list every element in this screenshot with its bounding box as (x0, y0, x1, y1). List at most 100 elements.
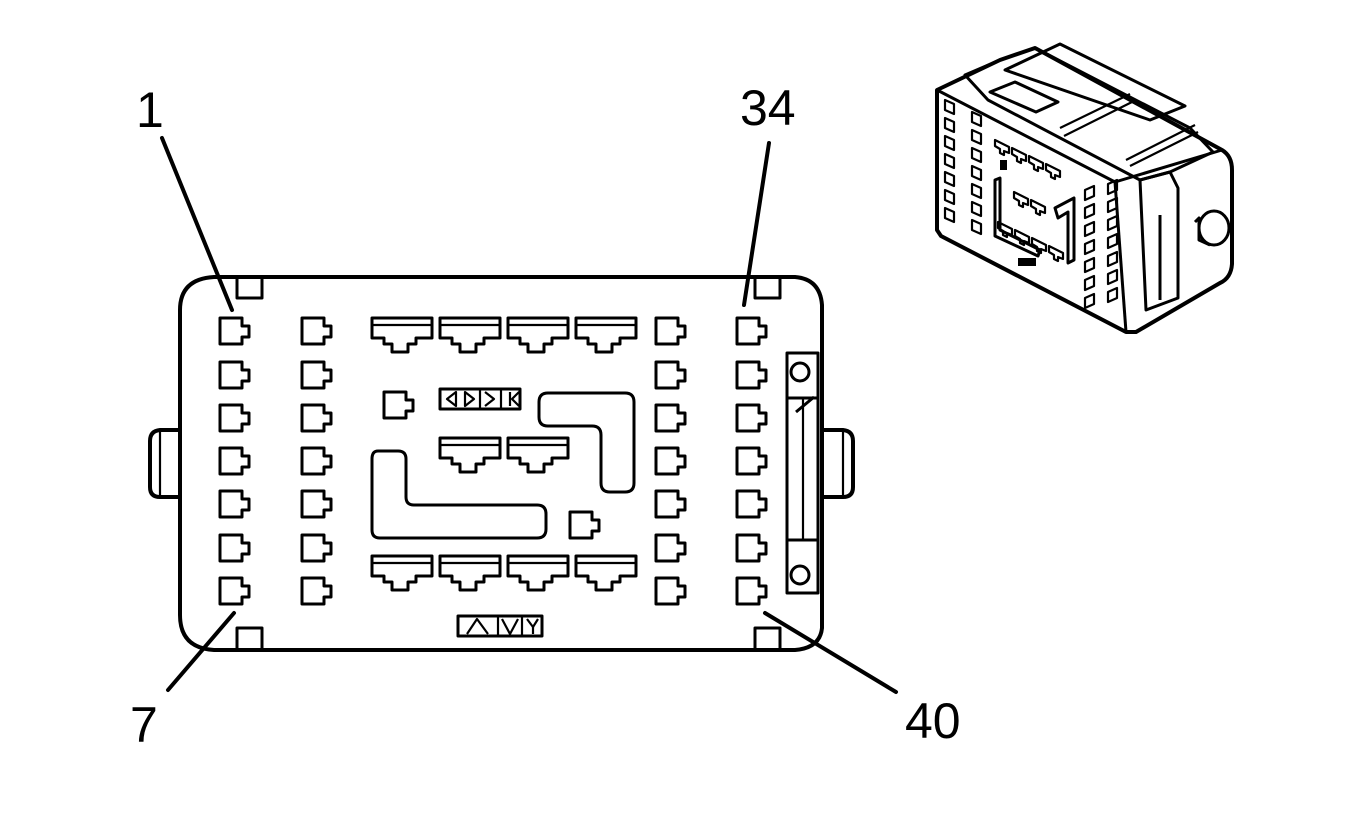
pin-label-34: 34 (740, 80, 796, 136)
center-cavities (382, 390, 601, 540)
iso-left-cavity (943, 116, 956, 134)
iso-left-cavity (970, 110, 983, 128)
iso-right-cavity (1106, 286, 1119, 304)
iso-face-cavity (1047, 244, 1065, 263)
iso-left-cavity (970, 218, 983, 236)
cavity-b-4 (300, 446, 333, 476)
iso-face-cavity (1027, 154, 1045, 173)
cavity-a-7 (218, 576, 251, 606)
iso-left-cavity (970, 164, 983, 182)
right-latch (820, 428, 855, 499)
pin-label-40: 40 (905, 693, 961, 749)
cavity-a-3 (218, 403, 251, 433)
cavity-b-3 (300, 403, 333, 433)
cavity-d-1 (735, 316, 768, 346)
iso-right-cavity (1106, 250, 1119, 268)
cavity-d-4 (735, 446, 768, 476)
iso-right-cavity (1106, 232, 1119, 250)
connector-isometric-view (935, 42, 1234, 334)
iso-left-cavity (943, 152, 956, 170)
iso-face-cavities (993, 138, 1065, 263)
pin-label-1: 1 (136, 82, 164, 138)
iso-left-cavity (943, 98, 956, 116)
cavity-c-7 (654, 576, 687, 606)
key-marking-bottom (456, 614, 544, 638)
center-small-cavity-2 (568, 510, 601, 540)
large-cavity-top-4 (574, 316, 638, 354)
cavity-column-a (218, 316, 251, 606)
cavity-c-4 (654, 446, 687, 476)
pin-label-7: 7 (130, 697, 158, 753)
center-channel-left (370, 449, 548, 540)
left-latch (148, 428, 182, 499)
cavity-b-1 (300, 316, 333, 346)
iso-face-cavity (993, 138, 1011, 157)
leader-line-7 (166, 611, 236, 692)
iso-left-cavities (943, 98, 983, 236)
cavity-c-5 (654, 489, 687, 519)
iso-left-cavity (943, 188, 956, 206)
cavity-a-4 (218, 446, 251, 476)
large-cavity-bottom-2 (438, 554, 502, 592)
large-cavity-bottom-4 (574, 554, 638, 592)
center-small-cavity-1 (382, 390, 415, 420)
cavity-d-7 (735, 576, 768, 606)
center-channel-right (537, 391, 636, 494)
leader-line-34 (742, 141, 771, 307)
iso-right-cavities (1083, 178, 1119, 310)
cavity-a-5 (218, 489, 251, 519)
iso-right-cavity (1083, 220, 1096, 238)
cavity-column-b (300, 316, 333, 606)
large-cavity-bottom-3 (506, 554, 570, 592)
cavity-column-c (654, 316, 687, 606)
cavity-b-5 (300, 489, 333, 519)
iso-right-cavity (1083, 202, 1096, 220)
cavity-c-3 (654, 403, 687, 433)
leader-line-40 (763, 611, 898, 694)
center-cavity-2 (506, 436, 570, 474)
cavity-c-2 (654, 360, 687, 390)
iso-left-cavity (970, 128, 983, 146)
iso-left-cavity (970, 146, 983, 164)
connector-face (148, 136, 898, 694)
cavity-d-3 (735, 403, 768, 433)
cavity-b-6 (300, 533, 333, 563)
iso-right-cavity (1106, 268, 1119, 286)
iso-right-cavity (1083, 184, 1096, 202)
cavity-a-6 (218, 533, 251, 563)
iso-right-cavity (1106, 178, 1119, 196)
large-cavity-top-1 (370, 316, 434, 354)
iso-right-cavity (1083, 292, 1096, 310)
leader-line-1 (160, 136, 234, 312)
iso-face-cavity (1029, 198, 1047, 217)
cavity-d-2 (735, 360, 768, 390)
cavity-a-2 (218, 360, 251, 390)
cavity-d-5 (735, 489, 768, 519)
large-cavities (370, 316, 638, 592)
large-cavity-top-2 (438, 316, 502, 354)
iso-right-cavity (1106, 214, 1119, 232)
iso-right-cavity (1106, 196, 1119, 214)
large-cavity-top-3 (506, 316, 570, 354)
cavity-column-d (735, 316, 768, 606)
iso-face-cavity (1010, 146, 1028, 165)
iso-left-cavity (970, 182, 983, 200)
cavity-c-6 (654, 533, 687, 563)
cavity-c-1 (654, 316, 687, 346)
iso-face-cavity (1012, 190, 1030, 209)
iso-left-cavity (943, 134, 956, 152)
cavity-b-7 (300, 576, 333, 606)
iso-right-cavity (1083, 256, 1096, 274)
iso-left-cavity (943, 170, 956, 188)
iso-right-cavity (1083, 238, 1096, 256)
lock-strip (785, 351, 820, 595)
cavity-b-2 (300, 360, 333, 390)
iso-left-cavity (970, 200, 983, 218)
iso-left-cavity (943, 206, 956, 224)
cavity-d-6 (735, 533, 768, 563)
iso-right-cavity (1083, 274, 1096, 292)
center-cavity-1 (438, 436, 502, 474)
large-cavity-bottom-1 (370, 554, 434, 592)
iso-face-cavity (1030, 236, 1048, 255)
